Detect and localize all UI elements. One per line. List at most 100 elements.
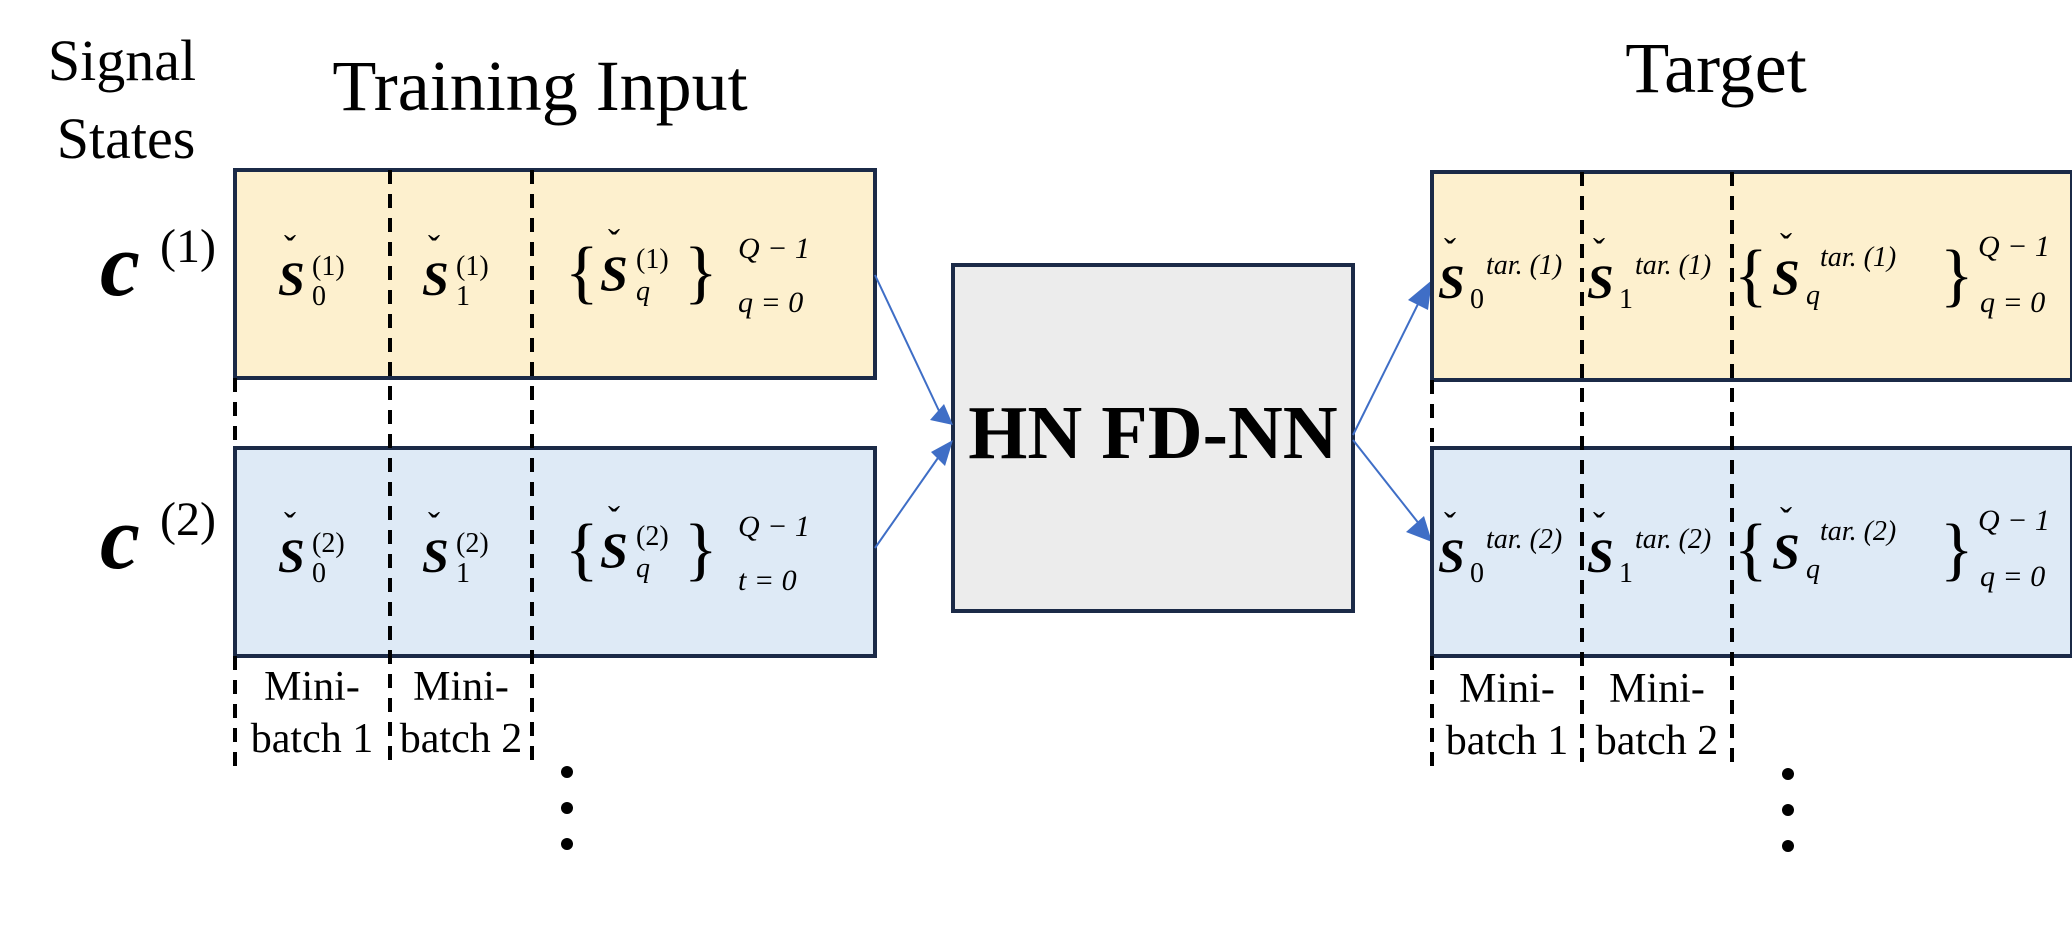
training-row-1 xyxy=(233,168,877,380)
svg-text:}: } xyxy=(1940,237,1974,314)
svg-text:Q − 1: Q − 1 xyxy=(1978,504,2050,537)
svg-text:S: S xyxy=(278,253,305,306)
minibatch-label-right-2-line1: Mini- xyxy=(1609,666,1705,712)
svg-text:ˇ: ˇ xyxy=(284,505,296,545)
svg-text:}: } xyxy=(1940,511,1974,588)
minibatch-label-left-1-line1: Mini- xyxy=(264,664,360,710)
svg-text:{: { xyxy=(1734,511,1768,588)
svg-text:Q − 1: Q − 1 xyxy=(1978,230,2050,263)
svg-text:0: 0 xyxy=(312,281,326,312)
svg-text:q = 0: q = 0 xyxy=(738,286,803,319)
training-cell-r1c3: { S ˇ q (1) } Q − 1 q = 0 xyxy=(565,222,810,319)
svg-text:q: q xyxy=(1806,554,1820,585)
network-block xyxy=(951,263,1355,613)
svg-text:0: 0 xyxy=(312,558,326,589)
svg-text:(1): (1) xyxy=(312,251,345,282)
svg-text:ˇ: ˇ xyxy=(1780,500,1792,540)
svg-text:S: S xyxy=(1772,249,1800,305)
svg-text:1: 1 xyxy=(1619,558,1633,589)
svg-text:tar. (1): tar. (1) xyxy=(1635,250,1711,281)
target-cell-r2c3: { S ˇ q tar. (2) } Q − 1 q = 0 xyxy=(1734,500,2050,593)
svg-text:0: 0 xyxy=(1470,284,1484,315)
minibatch-label-left-2-line1: Mini- xyxy=(413,664,509,710)
minibatch-label-right-1-line2: batch 1 xyxy=(1446,718,1568,764)
svg-text:S: S xyxy=(600,245,628,301)
svg-text:}: } xyxy=(684,511,718,588)
target-heading: Target xyxy=(1625,28,1807,108)
target-row-1 xyxy=(1430,170,2072,382)
svg-text:(2): (2) xyxy=(636,521,669,552)
svg-text:ˇ: ˇ xyxy=(1593,505,1605,545)
svg-text:(1): (1) xyxy=(456,251,489,282)
svg-text:tar. (2): tar. (2) xyxy=(1486,524,1562,555)
svg-text:ˇ: ˇ xyxy=(1444,505,1456,545)
svg-text:(1): (1) xyxy=(636,244,669,275)
svg-text:t = 0: t = 0 xyxy=(738,564,797,597)
svg-text:S: S xyxy=(422,253,449,306)
target-cell-r2c2: S ˇ 1 tar. (2) xyxy=(1587,505,1711,589)
svg-text:S: S xyxy=(1587,530,1614,583)
signal-states-label-line2: States xyxy=(57,106,196,171)
svg-text:c: c xyxy=(100,489,140,588)
training-row-2 xyxy=(233,446,877,658)
svg-text:tar. (2): tar. (2) xyxy=(1820,516,1896,547)
svg-text:S: S xyxy=(600,522,628,578)
target-cell-r1c2: S ˇ 1 tar. (1) xyxy=(1587,231,1711,315)
svg-text:q: q xyxy=(636,276,650,307)
svg-text:{: { xyxy=(1734,237,1768,314)
svg-text:S: S xyxy=(1587,256,1614,309)
svg-text:S: S xyxy=(1438,256,1465,309)
svg-text:S: S xyxy=(422,530,449,583)
minibatch-label-right-2-line2: batch 2 xyxy=(1596,718,1718,764)
target-cell-r1c1: S ˇ 0 tar. (1) xyxy=(1438,231,1562,315)
svg-text:{: { xyxy=(565,511,599,588)
target-cell-r1c3: { S ˇ q tar. (1) } Q − 1 q = 0 xyxy=(1734,226,2050,319)
svg-text:c: c xyxy=(100,216,140,315)
svg-text:Q − 1: Q − 1 xyxy=(738,232,810,265)
arrow-network-to-target-row2 xyxy=(1352,439,1432,542)
svg-text:S: S xyxy=(278,530,305,583)
signal-states-label-line1: Signal xyxy=(48,28,196,93)
svg-text:ˇ: ˇ xyxy=(1780,226,1792,266)
svg-text:ˇ: ˇ xyxy=(608,222,620,262)
training-cell-r2c3: { S ˇ q (2) } Q − 1 t = 0 xyxy=(565,499,810,597)
svg-text:(1): (1) xyxy=(160,220,216,273)
svg-text:Q − 1: Q − 1 xyxy=(738,510,810,543)
svg-text:q: q xyxy=(636,553,650,584)
svg-text:(2): (2) xyxy=(456,528,489,559)
training-cell-r1c1: S ˇ 0 (1) xyxy=(278,228,345,312)
minibatch-label-right-1-line1: Mini- xyxy=(1459,666,1555,712)
svg-text:ˇ: ˇ xyxy=(1593,231,1605,271)
svg-text:ˇ: ˇ xyxy=(1444,231,1456,271)
minibatch-label-left-1-line2: batch 1 xyxy=(251,716,373,762)
svg-text:S: S xyxy=(1772,523,1800,579)
svg-text:tar. (2): tar. (2) xyxy=(1635,524,1711,555)
minibatch-label-left-2-line2: batch 2 xyxy=(400,716,522,762)
svg-text:(2): (2) xyxy=(160,493,216,546)
svg-text:ˇ: ˇ xyxy=(428,228,440,268)
training-input-heading: Training Input xyxy=(332,46,747,126)
svg-text:1: 1 xyxy=(456,281,470,312)
row-label-c2: c (2) xyxy=(100,489,216,588)
ellipsis-left xyxy=(561,766,573,850)
svg-text:q = 0: q = 0 xyxy=(1980,560,2045,593)
row-label-c1: c (1) xyxy=(100,216,216,315)
svg-text:tar. (1): tar. (1) xyxy=(1820,242,1896,273)
svg-text:q: q xyxy=(1806,280,1820,311)
svg-text:tar. (1): tar. (1) xyxy=(1486,250,1562,281)
arrow-row1-to-network xyxy=(874,274,953,425)
svg-text:}: } xyxy=(684,234,718,311)
svg-text:q = 0: q = 0 xyxy=(1980,286,2045,319)
target-cell-r2c1: S ˇ 0 tar. (2) xyxy=(1438,505,1562,589)
training-cell-r2c2: S ˇ 1 (2) xyxy=(422,505,489,589)
svg-text:(2): (2) xyxy=(312,528,345,559)
svg-text:S: S xyxy=(1438,530,1465,583)
network-label: HN FD-NN xyxy=(968,391,1337,475)
arrow-row2-to-network xyxy=(874,440,953,549)
svg-text:1: 1 xyxy=(1619,284,1633,315)
ellipsis-right xyxy=(1782,768,1794,852)
svg-text:1: 1 xyxy=(456,558,470,589)
training-cell-r2c1: S ˇ 0 (2) xyxy=(278,505,345,589)
svg-text:{: { xyxy=(565,234,599,311)
